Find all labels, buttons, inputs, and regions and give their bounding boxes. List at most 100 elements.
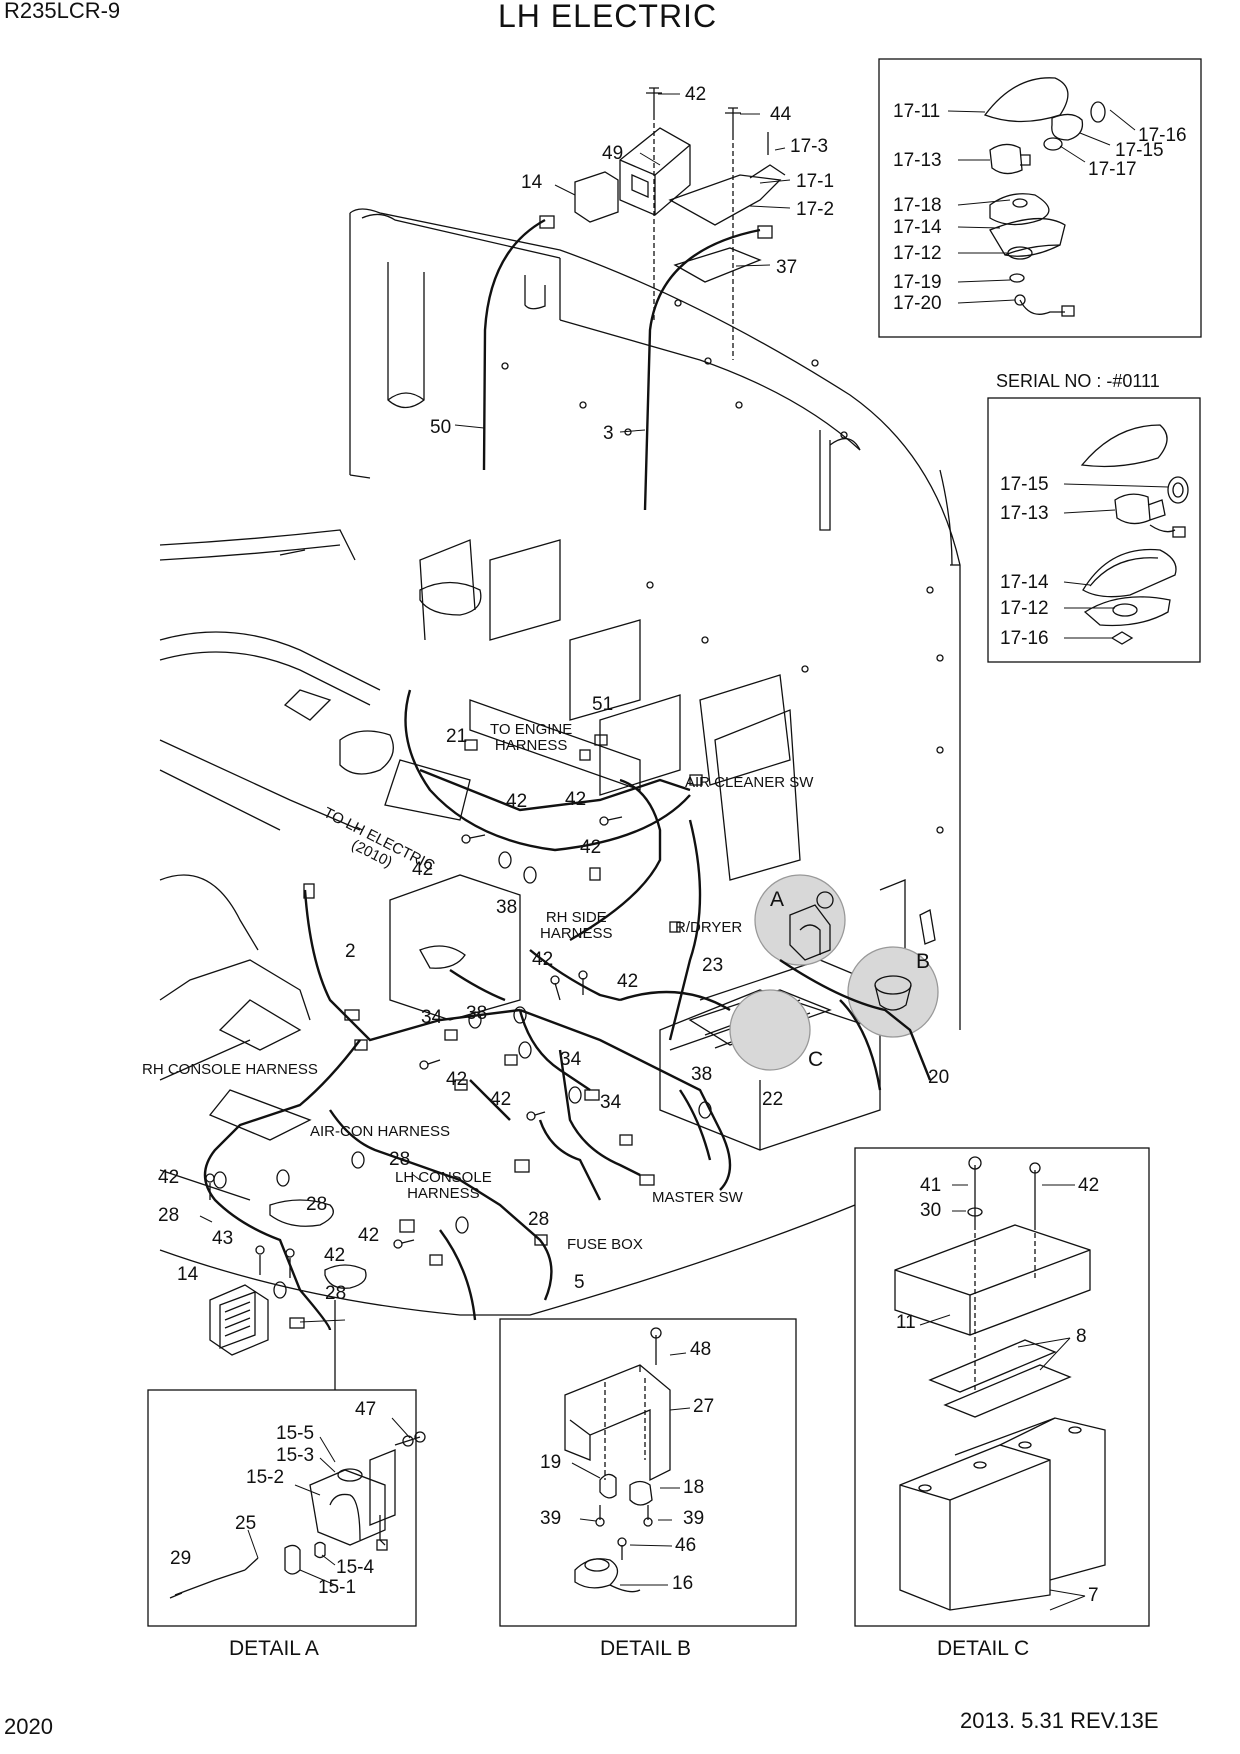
detail-c-marker-letter: C: [808, 1048, 824, 1071]
callout-28-c: 28: [158, 1205, 180, 1226]
detail-c-frame: [854, 1147, 1150, 1627]
callout-42-e: 42: [532, 949, 554, 970]
detail-b-16: 16: [672, 1573, 694, 1594]
callout-20: 20: [928, 1067, 950, 1088]
cab-floor-frame: [349, 208, 961, 1030]
page-number: 2020: [4, 1714, 53, 1739]
detail-a-frame: [147, 1389, 417, 1627]
callout-42-c: 42: [580, 837, 602, 858]
inset1-17-12: 17-12: [893, 243, 942, 264]
detail-b-39-left: 39: [540, 1508, 562, 1529]
callout-38-b: 38: [466, 1003, 488, 1024]
callout-42-g: 42: [446, 1069, 468, 1090]
callout-42-b: 42: [565, 789, 587, 810]
callout-51: 51: [592, 694, 614, 715]
callout-34-a: 34: [421, 1007, 443, 1028]
callout-28-a: 28: [389, 1149, 411, 1170]
callout-38-a: 38: [496, 897, 518, 918]
callout-50: 50: [430, 417, 452, 438]
inset1-17-18: 17-18: [893, 195, 942, 216]
callout-14-relay: 14: [521, 172, 543, 193]
bolts: [205, 87, 769, 1278]
engine-room-components: [283, 539, 801, 1021]
wiring-harnesses: [203, 218, 932, 1331]
callout-42-k: 42: [324, 1245, 346, 1266]
inset2-17-14: 17-14: [1000, 572, 1049, 593]
inset1-17-17: 17-17: [1088, 159, 1137, 180]
callout-42-d: 42: [412, 859, 434, 880]
callout-42-a: 42: [506, 791, 528, 812]
inset1-17-20: 17-20: [893, 293, 942, 314]
detail-a-15-1: 15-1: [318, 1577, 357, 1598]
top-parts: [574, 115, 786, 360]
detail-b-46: 46: [675, 1535, 697, 1556]
detail-a-15-2: 15-2: [246, 1467, 285, 1488]
detail-b-48: 48: [690, 1339, 712, 1360]
detail-a-15-5: 15-5: [276, 1423, 315, 1444]
callout-37: 37: [776, 257, 798, 278]
model-number: R235LCR-9: [4, 0, 121, 23]
detail-b-frame: [499, 1318, 797, 1627]
note-air-con-harness: AIR-CON HARNESS: [310, 1123, 451, 1140]
callout-49: 49: [602, 143, 624, 164]
detail-marker-a: [754, 874, 846, 966]
detail-a-caption: DETAIL A: [229, 1637, 319, 1660]
callout-42-i: 42: [158, 1167, 180, 1188]
detail-b-18: 18: [683, 1477, 705, 1498]
note-fuse-box: FUSE BOX: [567, 1236, 643, 1253]
callout-2: 2: [345, 941, 356, 962]
callout-17-2: 17-2: [796, 199, 835, 220]
callout-38-c: 38: [691, 1064, 713, 1085]
inset1-17-15: 17-15: [1115, 140, 1164, 161]
note-master-sw: MASTER SW: [652, 1189, 743, 1206]
page-title: LH ELECTRIC: [498, 0, 718, 34]
inset1-17-14: 17-14: [893, 217, 942, 238]
inset-frame-2: [987, 397, 1201, 663]
detail-b-27: 27: [693, 1396, 715, 1417]
detail-a-15-4: 15-4: [336, 1557, 375, 1578]
inset1-17-13: 17-13: [893, 150, 942, 171]
connectors: [289, 215, 773, 1329]
callout-3: 3: [603, 423, 614, 444]
inset1-17-11: 17-11: [893, 101, 941, 122]
inset2-17-16: 17-16: [1000, 628, 1049, 649]
detail-c-42: 42: [1078, 1175, 1100, 1196]
inset-1-parts: [983, 77, 1106, 317]
callout-21: 21: [446, 726, 468, 747]
revision-date: 2013. 5.31 REV.13E: [960, 1708, 1159, 1733]
callout-28-b: 28: [306, 1194, 328, 1215]
note-rh-console-harness: RH CONSOLE HARNESS: [142, 1061, 318, 1078]
callout-42-h: 42: [490, 1089, 512, 1110]
detail-a-marker-letter: A: [770, 888, 785, 911]
detail-b-19: 19: [540, 1452, 562, 1473]
callout-42-j: 42: [358, 1225, 380, 1246]
detail-a-25: 25: [235, 1513, 257, 1534]
callout-43: 43: [212, 1228, 234, 1249]
callout-28-d: 28: [528, 1209, 550, 1230]
callout-34-b: 34: [560, 1049, 582, 1070]
detail-c-7: 7: [1088, 1585, 1099, 1606]
callout-5: 5: [574, 1272, 585, 1293]
detail-b-39-right: 39: [683, 1508, 705, 1529]
callout-42-f: 42: [617, 971, 639, 992]
detail-marker-b: [847, 946, 939, 1038]
detail-b-caption: DETAIL B: [600, 1637, 692, 1660]
callout-17-1: 17-1: [796, 171, 835, 192]
callout-14-horn: 14: [177, 1264, 199, 1285]
detail-c-8: 8: [1076, 1326, 1087, 1347]
floor-panels: [159, 529, 856, 1390]
detail-marker-c: [729, 989, 811, 1071]
inset2-17-15: 17-15: [1000, 474, 1049, 495]
detail-c-11: 11: [896, 1312, 916, 1333]
detail-a-47: 47: [355, 1399, 377, 1420]
detail-b-parts: [564, 1327, 671, 1593]
detail-c-caption: DETAIL C: [937, 1637, 1030, 1660]
detail-c-41: 41: [920, 1175, 942, 1196]
inset1-17-16: 17-16: [1138, 125, 1187, 146]
callout-17-3: 17-3: [790, 136, 829, 157]
inset2-17-13: 17-13: [1000, 503, 1049, 524]
